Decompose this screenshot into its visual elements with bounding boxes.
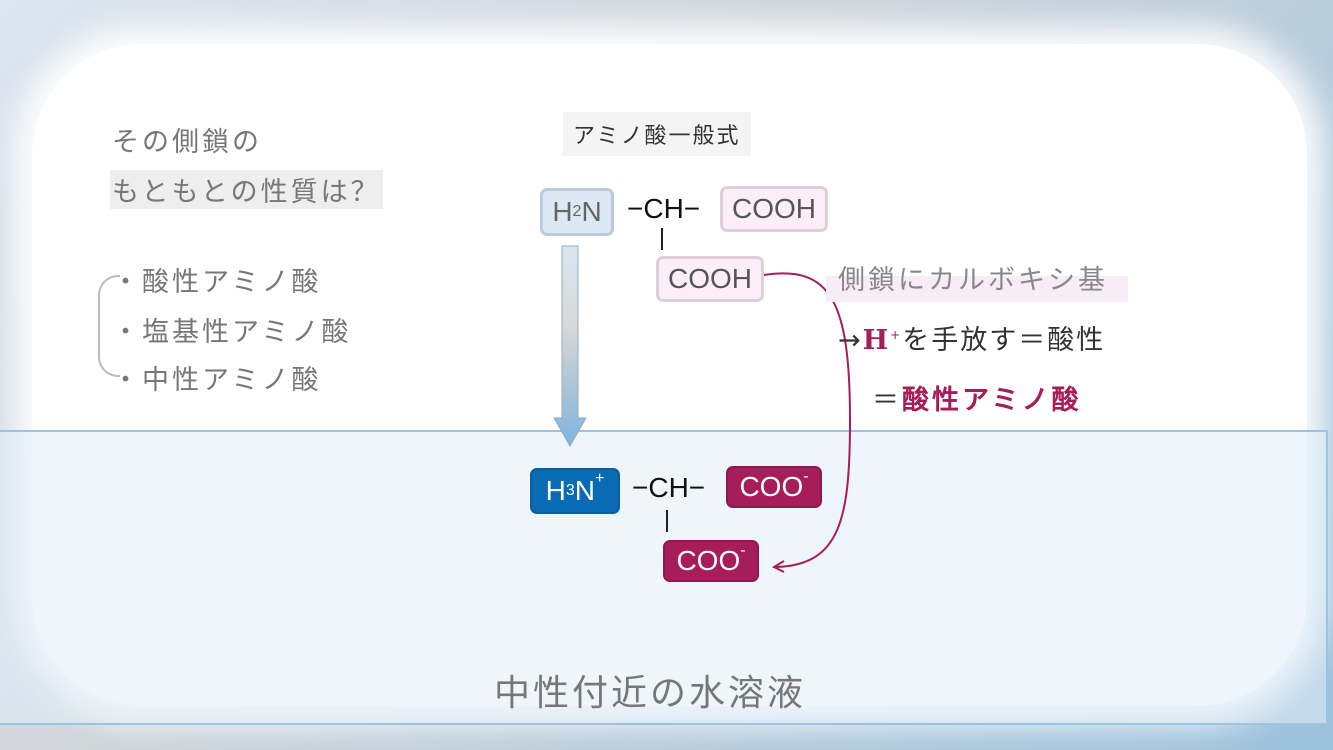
question-line1: その側鎖の xyxy=(112,127,262,158)
carboxyl-group: COOH xyxy=(720,186,828,232)
bond-line xyxy=(661,228,663,250)
bond-line-ionized xyxy=(666,510,668,532)
explanation-line1: 側鎖にカルボキシ基 xyxy=(838,265,1108,296)
carboxylate-group: COO- xyxy=(726,466,822,508)
ch-backbone-ionized: −CH− xyxy=(632,472,706,503)
category-basic: ・塩基性アミノ酸 xyxy=(112,317,352,348)
category-neutral: ・中性アミノ酸 xyxy=(112,365,322,396)
explanation-line3: ＝酸性アミノ酸 xyxy=(872,385,1082,416)
side-chain-carboxylate: COO- xyxy=(663,540,759,582)
side-chain-carboxyl: COOH xyxy=(656,256,764,302)
ch-backbone: −CH− xyxy=(627,193,701,224)
category-acidic: ・酸性アミノ酸 xyxy=(112,267,322,298)
highlight xyxy=(826,276,1128,302)
down-arrow-icon xyxy=(553,245,587,448)
explanation-line2: →H+を手放す＝酸性 xyxy=(838,325,1106,356)
question-line2: もともとの性質は？ xyxy=(110,170,383,209)
curved-arrow xyxy=(763,272,852,568)
formula-title: アミノ酸一般式 xyxy=(563,112,751,156)
caption: 中性付近の水溶液 xyxy=(494,673,807,714)
